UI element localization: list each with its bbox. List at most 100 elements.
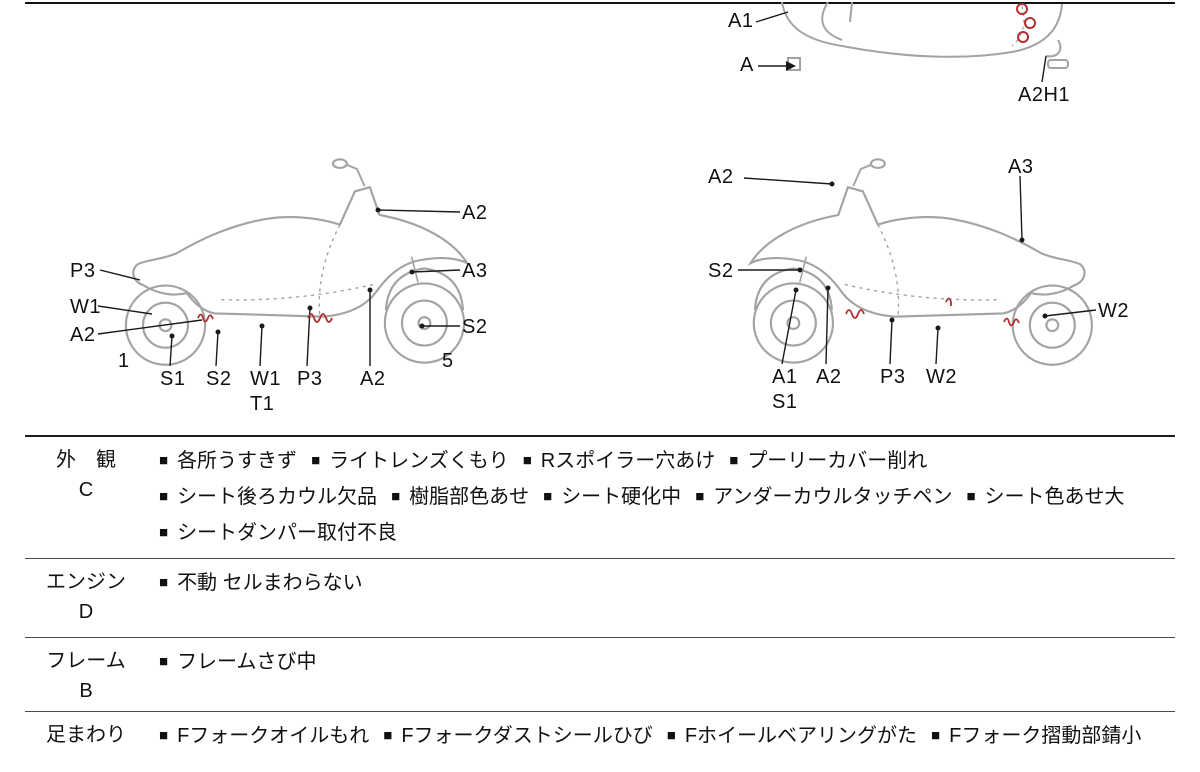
damage-code-label: A2 [462, 202, 488, 224]
damage-code-label: A2 [360, 368, 386, 390]
damage-code-label: P3 [880, 366, 906, 388]
defect-item-text: Fフォークダストシールひび [401, 725, 653, 747]
defect-item-text: Fホイールベアリングがた [684, 725, 918, 747]
damage-code-label: A2 [70, 324, 96, 346]
defect-item: ■ プーリーカバー削れ [729, 450, 927, 472]
bullet-icon: ■ [729, 452, 739, 469]
category-cell: フレーム B [25, 638, 147, 703]
defect-items: ■ フレームさび中 [147, 638, 1175, 687]
table-row: エンジン D ■不動 セルまわらない [25, 559, 1175, 638]
bullet-icon: ■ [159, 488, 169, 505]
scooter-top-view-diagram: A1 A A2H1 [700, 0, 1100, 118]
defect-item: ■ Fホイールベアリングがた [667, 725, 917, 747]
damage-code-label: W2 [1098, 300, 1129, 322]
damage-code-label: A3 [1008, 156, 1034, 178]
defect-item-text: シート硬化中 [561, 486, 682, 508]
damage-code-label: P3 [70, 260, 96, 282]
defect-item-text: シート後ろカウル欠品 [177, 486, 378, 508]
defect-item-text: Fフォークオイルもれ [177, 725, 370, 747]
damage-marks-red [1016, 3, 1036, 43]
bullet-icon: ■ [159, 653, 169, 670]
damage-code-label: S2 [206, 368, 232, 390]
category-label: 外 観 [56, 449, 116, 471]
damage-code-label: S2 [708, 260, 734, 282]
defect-item-text: シートダンパー取付不良 [177, 522, 398, 544]
bullet-icon: ■ [311, 452, 321, 469]
bullet-icon: ■ [159, 452, 169, 469]
defect-item: ■シート色あせ大 [966, 486, 1124, 508]
tread-depth-number: 5 [442, 350, 454, 372]
defect-item: ■ Fフォークオイルもれ [159, 725, 369, 747]
bullet-icon: ■ [159, 574, 169, 591]
bullet-icon: ■ [159, 727, 169, 744]
defect-item-text: 樹脂部色あせ [409, 486, 530, 508]
damage-code-label: A2 [708, 166, 734, 188]
damage-code-label: A1 [772, 366, 798, 388]
defect-item: ■不動 セルまわらない [159, 572, 363, 594]
auction-inspection-sheet: { "colors": { "line": "#1a1a1a", "sketch… [25, 0, 1175, 747]
damage-code-label: T1 [250, 393, 275, 415]
scooter-sketch [749, 158, 1093, 366]
table-row: フレーム B ■ フレームさび中 [25, 638, 1175, 712]
leader-dots [169, 207, 425, 339]
category-label: エンジン [46, 571, 126, 593]
damage-marks-red [197, 313, 333, 323]
damage-code-label: W2 [926, 366, 957, 388]
damage-code-label: A3 [462, 260, 488, 282]
defect-item-text: Fフォーク摺動部錆小 [949, 725, 1142, 747]
defect-item-text: アンダーカウルタッチペン [713, 486, 953, 508]
category-label: 足まわり [46, 724, 126, 746]
scooter-right-side-art [738, 158, 1097, 366]
bullet-icon: ■ [695, 488, 705, 505]
damage-code-label: S2 [462, 316, 488, 338]
scooter-top-view-art [755, 1, 1069, 83]
bullet-icon: ■ [383, 727, 393, 744]
defect-items: ■不動 セルまわらない [147, 559, 1175, 608]
category-cell: エンジン D [25, 559, 147, 624]
scooter-right-side-diagram: A2 A3 S2 W2 A1 S1 A2 P3 W2 [700, 140, 1170, 415]
defect-item: ■ 各所うすきず [159, 450, 297, 472]
grade-label: B [79, 680, 93, 702]
category-cell: 足まわり [25, 712, 147, 754]
leader-dots [793, 181, 1048, 331]
sheet-top-border [25, 2, 1175, 4]
bullet-icon: ■ [522, 452, 532, 469]
scooter-sketch [124, 158, 469, 366]
defect-items: ■ Fフォークオイルもれ ■ Fフォークダストシールひび ■ Fホイールベアリングがた ■F… [147, 712, 1175, 761]
tread-depth-number: 1 [118, 350, 130, 372]
defect-item: ■ シートダンパー取付不良 [159, 522, 397, 544]
damage-code-label: A1 [728, 10, 754, 32]
defect-item-text: 各所うすきず [177, 450, 298, 472]
damage-code-label: A2 [816, 366, 842, 388]
leader-lines [738, 175, 1097, 365]
damage-code-label: W1 [250, 368, 281, 390]
defect-items: ■各所うすきず■ライトレンズくもり■Rスポイラー穴あけ■プーリーカバー削れ■シー… [147, 437, 1175, 558]
defect-item: ■Fフォーク摺動部錆小 [931, 725, 1141, 747]
defect-item-text: プーリーカバー削れ [747, 450, 928, 472]
category-label: フレーム [46, 650, 126, 672]
grade-label: D [78, 601, 94, 623]
defect-item-text: Rスポイラー穴あけ [540, 450, 716, 472]
defect-item-text: ライトレンズくもり [329, 450, 509, 472]
bullet-icon: ■ [159, 524, 169, 541]
leader-lines [97, 209, 461, 367]
defect-item: ■ シート硬化中 [543, 486, 681, 508]
damage-code-label: A [740, 54, 754, 76]
leader-lines [755, 11, 1047, 83]
defect-item: ■ フレームさび中 [159, 651, 316, 673]
bullet-icon: ■ [543, 488, 553, 505]
defect-item: ■樹脂部色あせ [391, 486, 529, 508]
bullet-icon: ■ [666, 727, 676, 744]
defect-item: ■ Rスポイラー穴あけ [523, 450, 716, 472]
damage-code-label: S1 [772, 391, 798, 413]
damage-code-label: P3 [297, 368, 323, 390]
defect-item: ■ アンダーカウルタッチペン [695, 486, 952, 508]
damage-code-label: S1 [160, 368, 186, 390]
defect-item: ■ ライトレンズくもり [311, 450, 509, 472]
defect-item-text: フレームさび中 [177, 651, 317, 673]
scooter-left-side-art [97, 158, 469, 367]
damage-marks-red [845, 297, 1020, 327]
